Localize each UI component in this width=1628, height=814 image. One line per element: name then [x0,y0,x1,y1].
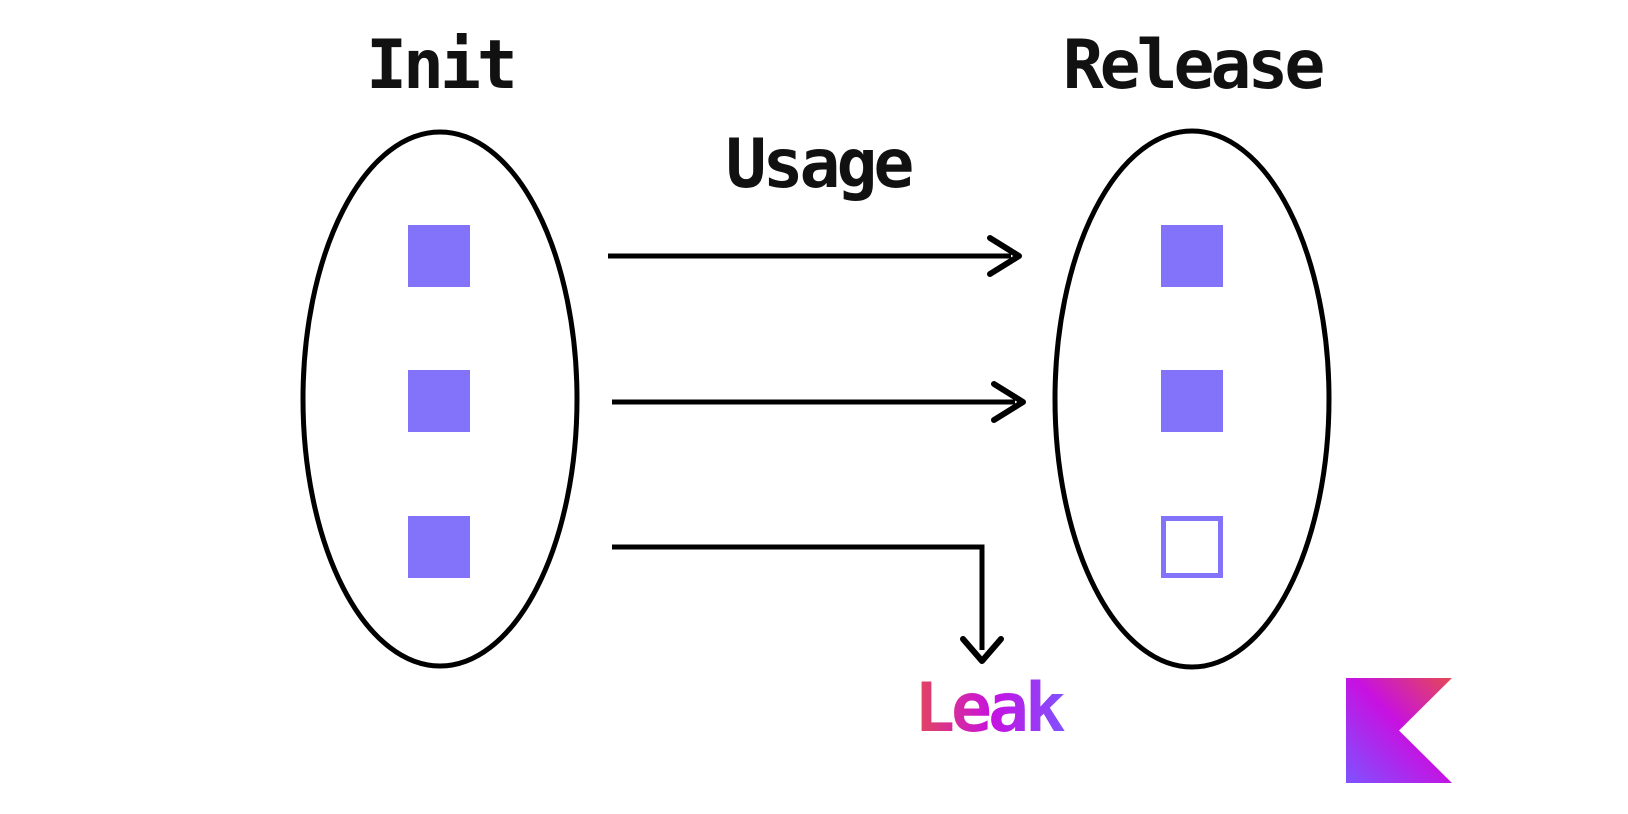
resource-square-filled [1161,225,1223,287]
release-set-ellipse [1052,128,1332,670]
usage-label: Usage [726,125,913,204]
resource-square-filled [408,370,470,432]
leak-arrow [612,544,1004,664]
arrow-head-right-icon [991,381,1026,423]
arrow-head-down-icon [960,636,1004,664]
resource-square-outlined [1161,516,1223,578]
init-label: Init [366,26,514,105]
resource-square-filled [1161,370,1223,432]
resource-square-filled [408,225,470,287]
kotlin-logo-icon [1346,678,1452,783]
release-label: Release [1063,26,1324,105]
release-squares-group [1161,225,1223,578]
init-set-ellipse [300,129,580,669]
resource-square-filled [408,516,470,578]
arrow-head-right-icon [987,235,1022,277]
init-squares-group [408,225,470,578]
leak-label: Leak [914,669,1065,748]
usage-arrow-top [608,235,1022,277]
arrow-elbow-line [612,544,985,650]
usage-arrow-middle [612,381,1026,423]
